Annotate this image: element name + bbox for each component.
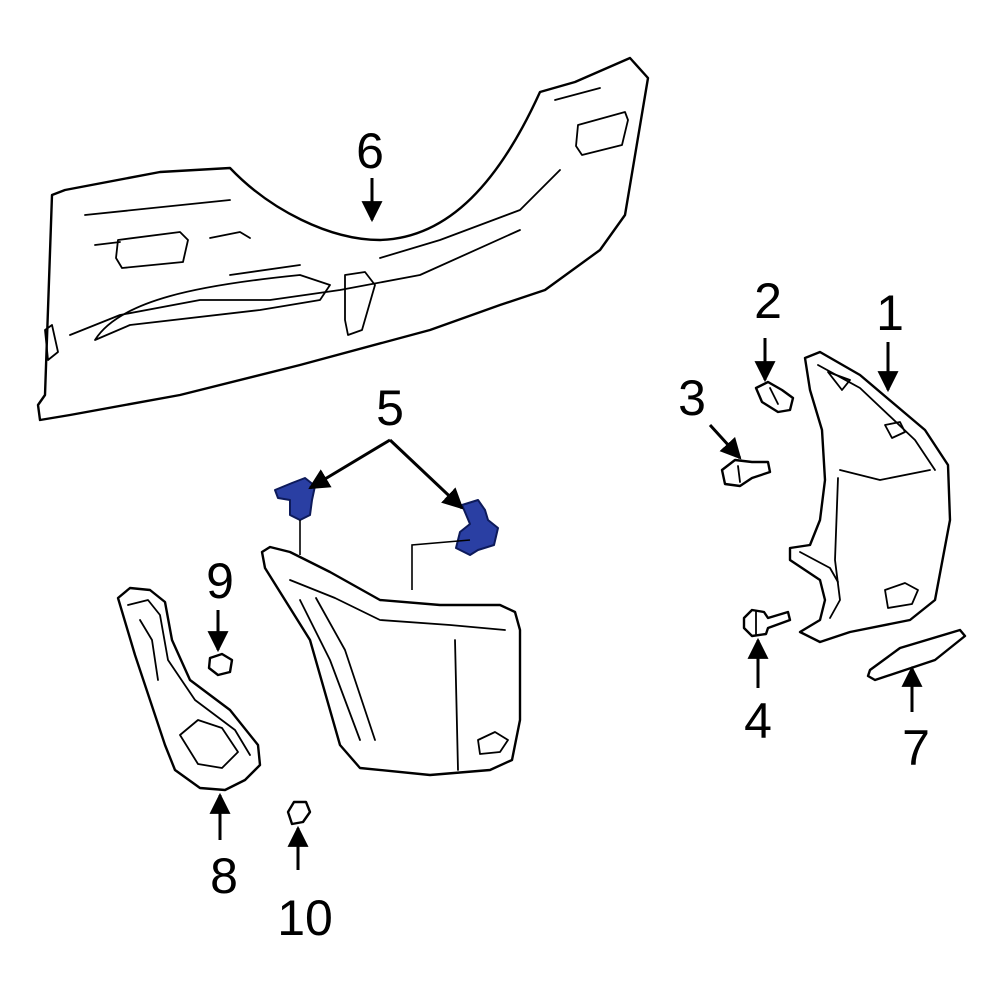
part-7-strip [866,628,967,682]
part-3-clip [720,458,772,488]
center-trim-housing [260,520,522,777]
part-6-lower-dash-panel [36,56,650,422]
callout-10: 10 [277,890,333,946]
leader-5-right [388,438,464,510]
part-5-bracket-left [274,477,316,521]
leader-5-left [308,438,391,490]
part-8-end-cap [116,586,262,792]
callout-3: 3 [678,370,706,426]
part-9-nut [207,652,234,677]
part-2-clip [754,380,795,414]
part-5-brackets [274,477,499,556]
callout-8: 8 [210,848,238,904]
callout-4: 4 [744,693,772,749]
callout-5: 5 [376,380,404,436]
part-10-clip [286,800,312,826]
callout-6: 6 [356,123,384,179]
part-5-bracket-right [455,499,499,556]
leader-lines [207,178,923,870]
callout-numbers: 6 5 2 1 3 4 7 9 8 10 [206,123,930,946]
callout-1: 1 [876,285,904,341]
callout-9: 9 [206,553,234,609]
leader-3 [708,423,742,460]
part-4-bolt [742,608,792,638]
callout-2: 2 [754,273,782,329]
callout-7: 7 [902,720,930,776]
part-1-right-end-trim [788,350,952,644]
